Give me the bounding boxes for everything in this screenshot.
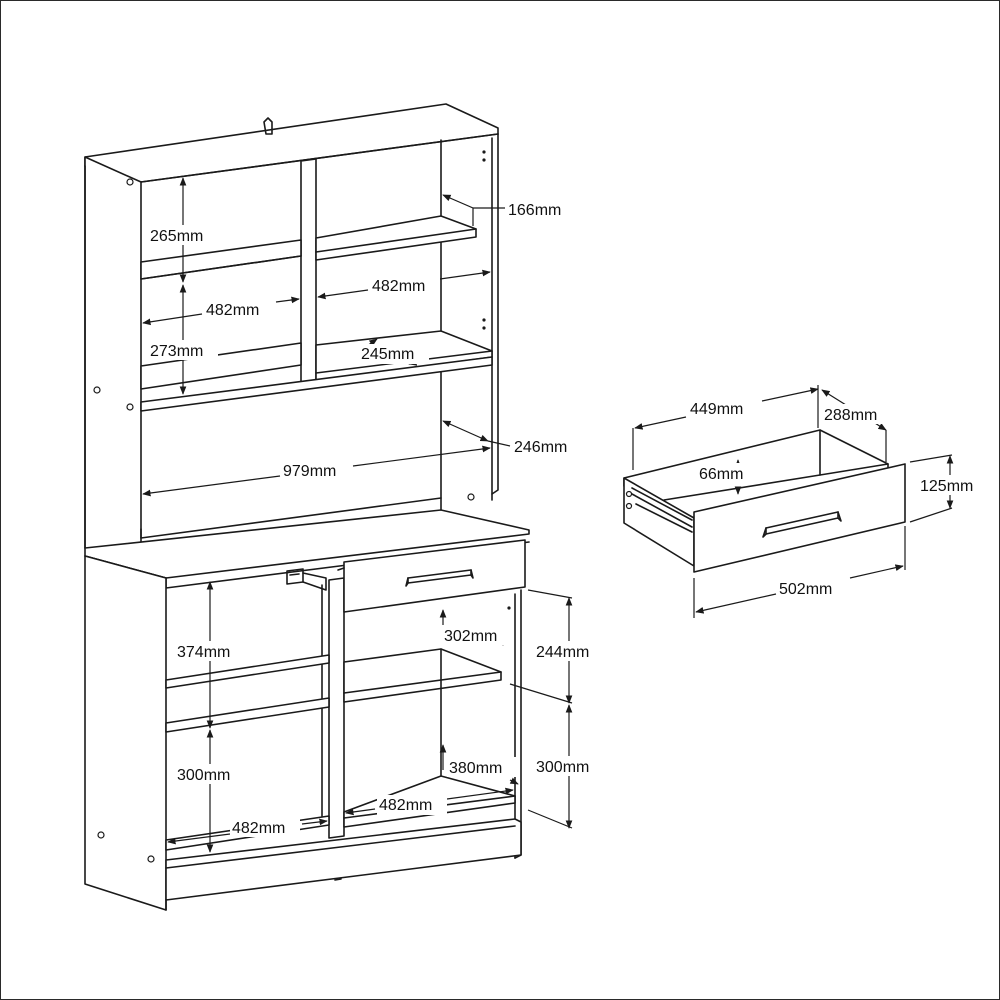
lower-left-shelf-2 bbox=[165, 697, 330, 733]
label-bottom-right-height: 300mm bbox=[536, 759, 589, 776]
cabinet-drawing bbox=[84, 103, 530, 911]
cabinet-dimension-lines bbox=[142, 177, 573, 853]
label-middle-height: 273mm bbox=[150, 343, 203, 360]
label-drawer-depth: 288mm bbox=[824, 407, 877, 424]
label-drawer-front-height: 125mm bbox=[920, 478, 973, 495]
label-top-shelf-depth: 166mm bbox=[508, 202, 561, 219]
drawer-slide-rail bbox=[631, 487, 693, 533]
label-hutch-width: 979mm bbox=[283, 463, 336, 480]
label-bottom-left-width: 482mm bbox=[232, 820, 285, 837]
base-plinth bbox=[165, 818, 522, 901]
upper-right-shelf bbox=[315, 215, 477, 261]
label-bottom-left-height: 300mm bbox=[177, 767, 230, 784]
hutch-left-side bbox=[84, 156, 142, 566]
drawer-front-panel bbox=[693, 463, 906, 573]
label-top-height: 265mm bbox=[150, 228, 203, 245]
label-middle-shelf-depth: 245mm bbox=[361, 346, 414, 363]
drawer-drawing bbox=[623, 429, 906, 573]
cabinet-labels: 166mm 265mm 482mm 482mm 273mm 245mm 246m… bbox=[148, 199, 604, 837]
drawer-labels: 449mm 288mm 66mm 125mm 502mm bbox=[688, 398, 990, 598]
label-base-depth: 380mm bbox=[449, 760, 502, 777]
label-bottom-right-width: 482mm bbox=[379, 797, 432, 814]
lower-right-side bbox=[514, 589, 522, 859]
label-upper-right-width: 482mm bbox=[372, 278, 425, 295]
label-drawer-inner-width: 449mm bbox=[690, 401, 743, 418]
hutch-lower-shelf bbox=[140, 356, 493, 412]
hinge-icon bbox=[286, 568, 327, 591]
label-drawer-inner-height: 66mm bbox=[699, 466, 743, 483]
label-hutch-depth: 246mm bbox=[514, 439, 567, 456]
hutch-divider bbox=[300, 158, 317, 384]
lower-divider bbox=[328, 577, 345, 839]
label-drawer-section-height: 244mm bbox=[536, 644, 589, 661]
label-drawer-front-width: 502mm bbox=[779, 581, 832, 598]
lower-right-shelf bbox=[343, 648, 502, 703]
hutch-right-side bbox=[491, 133, 499, 495]
label-lower-height: 374mm bbox=[177, 644, 230, 661]
top-bracket bbox=[263, 117, 273, 135]
label-upper-left-width: 482mm bbox=[206, 302, 259, 319]
label-lower-shelf-depth: 302mm bbox=[444, 628, 497, 645]
